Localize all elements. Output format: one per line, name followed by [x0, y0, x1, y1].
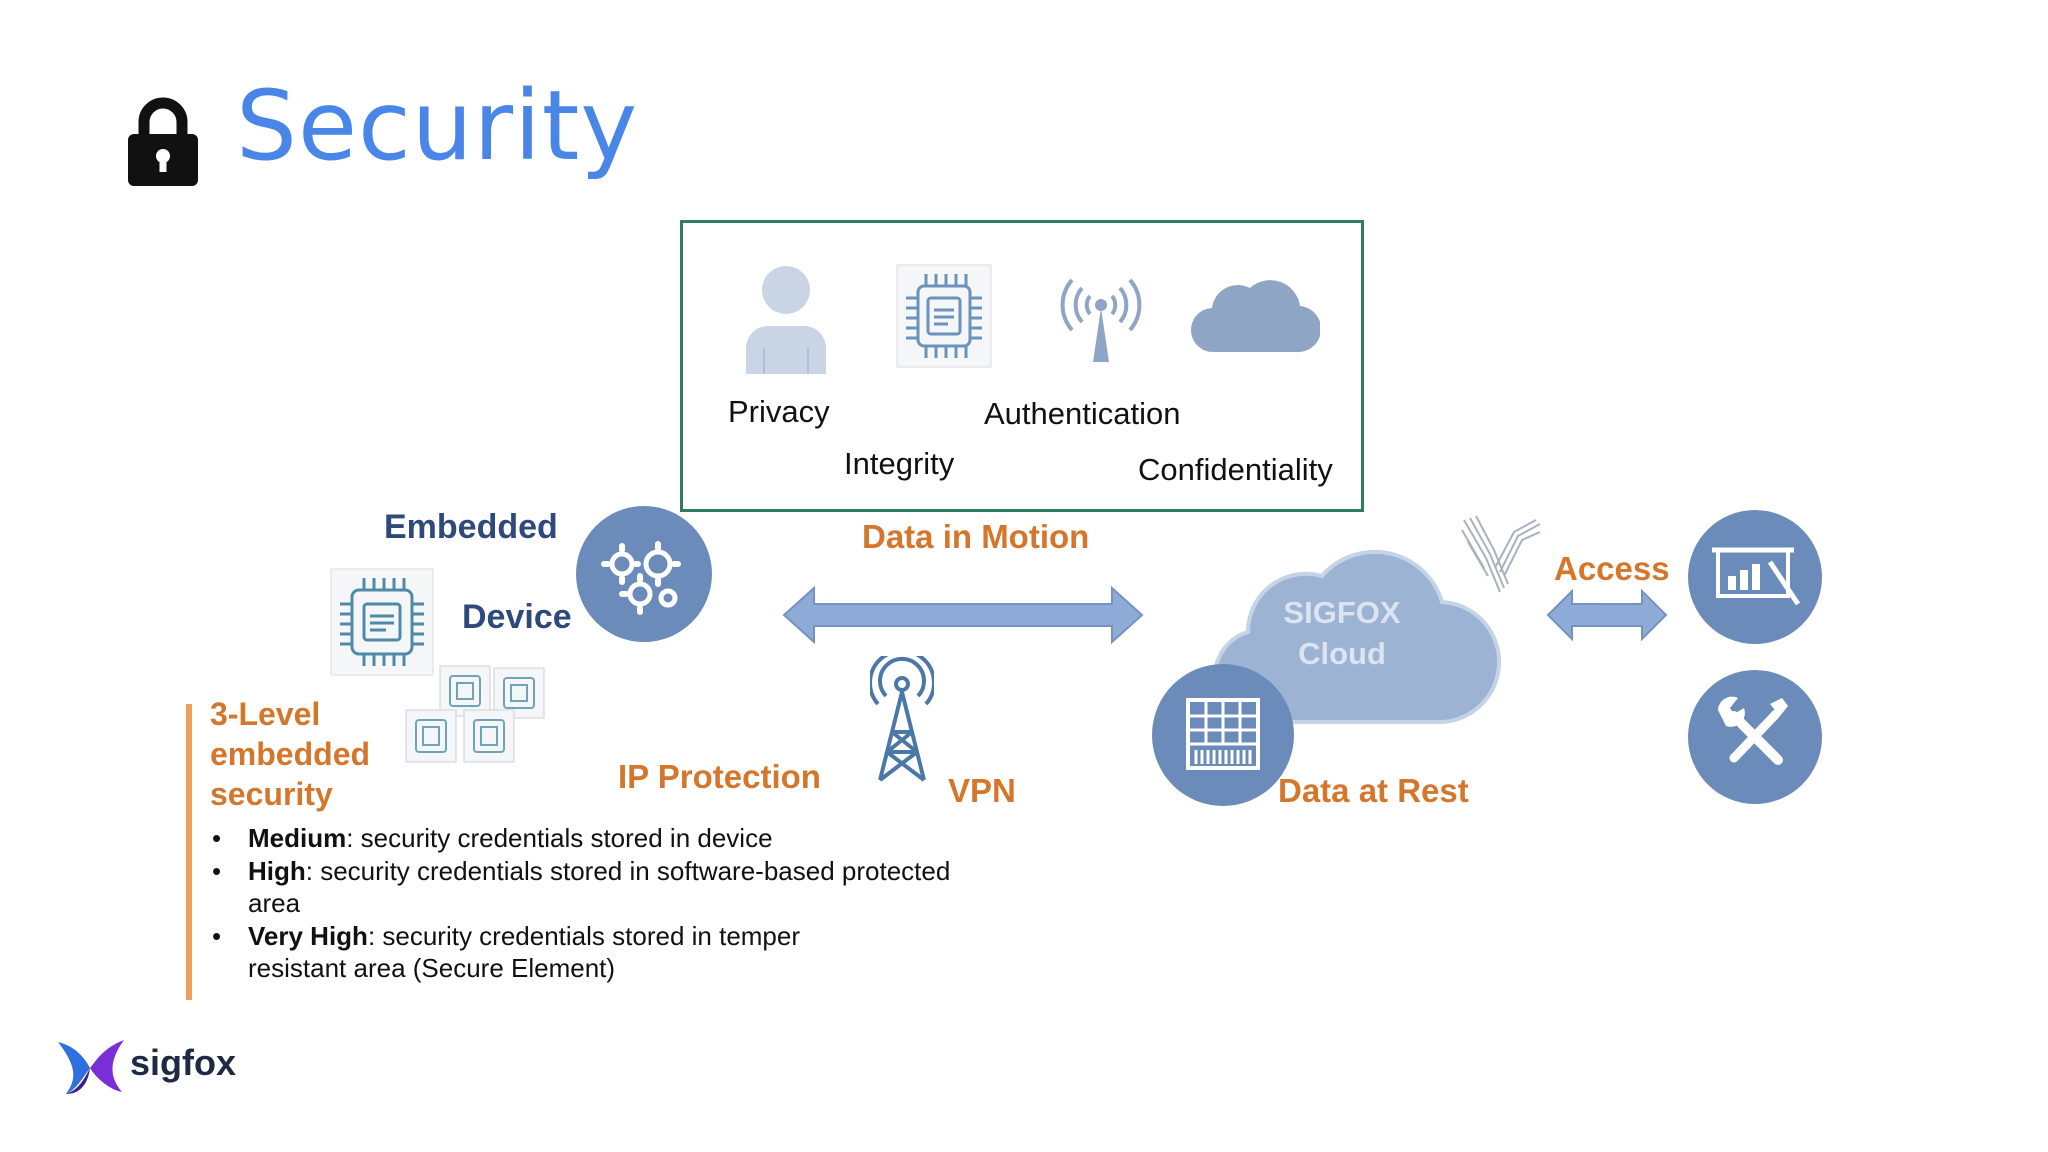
levels-title: 3-Level embedded security	[210, 694, 370, 814]
ip-protection-label: IP Protection	[618, 758, 821, 795]
level-description: : security credentials stored in temper …	[248, 921, 801, 983]
access-label: Access	[1554, 550, 1670, 587]
vpn-label: VPN	[948, 772, 1016, 809]
embedded-label: Embedded	[384, 508, 558, 546]
confidentiality-label: Confidentiality	[1138, 452, 1333, 487]
data-in-motion-arrow	[782, 584, 1144, 646]
levels-list: • Medium: security credentials stored in…	[208, 822, 1008, 985]
privacy-label: Privacy	[728, 394, 830, 429]
level-term: High	[248, 856, 306, 886]
integrity-label: Integrity	[844, 446, 955, 481]
data-in-motion-label: Data in Motion	[862, 518, 1090, 555]
tools-icon	[1688, 670, 1822, 804]
radio-tower-icon	[870, 656, 934, 784]
person-icon	[744, 264, 828, 374]
server-rack-icon	[1152, 664, 1294, 806]
list-item: • Very High: security credentials stored…	[208, 920, 1008, 984]
data-at-rest-label: Data at Rest	[1278, 772, 1469, 809]
access-arrow	[1546, 588, 1668, 642]
gears-icon	[576, 506, 712, 642]
sigfox-logo-icon	[54, 1038, 126, 1098]
cloud-label-line1: SIGFOX	[1283, 595, 1401, 630]
brand-name: sigfox	[130, 1042, 237, 1083]
level-description: : security credentials stored in device	[346, 823, 773, 853]
level-term: Very High	[248, 921, 368, 951]
chip-cluster-icon	[404, 664, 548, 764]
sigfox-cloud-icon	[1206, 522, 1506, 732]
levels-title-line3: security	[210, 776, 333, 812]
sigfox-watermark-icon	[1460, 514, 1542, 594]
bullet-dot: •	[212, 921, 222, 951]
list-item: • High: security credentials stored in s…	[208, 855, 1008, 919]
chip-icon	[896, 264, 992, 368]
authentication-label: Authentication	[984, 396, 1181, 431]
cloud-label-line2: Cloud	[1298, 636, 1386, 671]
levels-accent-bar	[186, 704, 192, 1000]
antenna-signal-icon	[1060, 272, 1142, 364]
list-item: • Medium: security credentials stored in…	[208, 822, 1008, 854]
level-term: Medium	[248, 823, 347, 853]
bullet-dot: •	[212, 856, 222, 886]
level-description: : security credentials stored in softwar…	[248, 856, 951, 918]
cloud-icon	[1190, 272, 1320, 356]
levels-title-line1: 3-Level	[210, 696, 321, 732]
embedded-chip-icon	[330, 568, 434, 676]
page-title: Security	[236, 70, 639, 182]
bullet-dot: •	[212, 823, 222, 853]
security-pillars-box	[680, 220, 1364, 512]
levels-title-line2: embedded	[210, 736, 371, 772]
presentation-chart-icon	[1688, 510, 1822, 644]
padlock-icon	[126, 96, 200, 188]
cloud-label: SIGFOX Cloud	[1262, 592, 1422, 674]
device-label: Device	[462, 598, 572, 636]
